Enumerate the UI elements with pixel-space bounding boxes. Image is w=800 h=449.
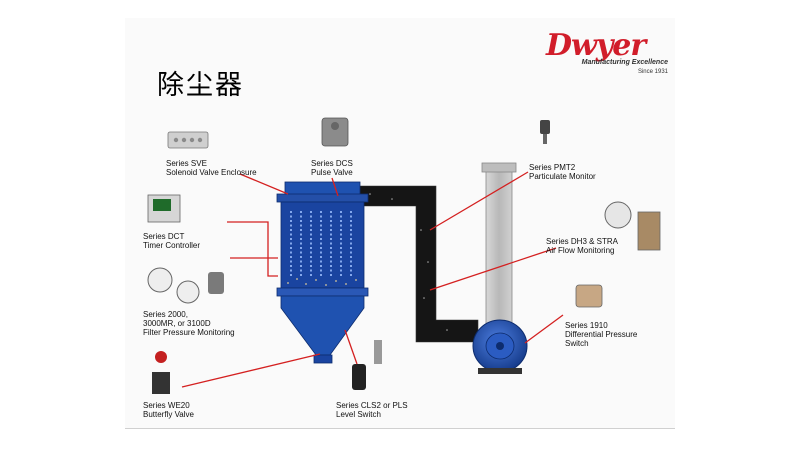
butterfly-valve-icon — [152, 351, 170, 394]
exhaust-stack — [481, 162, 517, 342]
airflow-gauge-icon — [604, 201, 661, 251]
label-series-1910: Series 1910 Differential Pressure Switch — [565, 321, 638, 348]
label-series-dh3: Series DH3 & STRA Air Flow Monitoring — [546, 237, 619, 255]
label-series-dct: Series DCT Timer Controller — [143, 232, 201, 250]
solenoid-valve-enclosure-icon — [167, 131, 209, 149]
pulse-valve-icon — [321, 117, 349, 147]
brand-name: Dwyer — [546, 28, 646, 63]
brand-since: Since 1931 — [637, 69, 668, 75]
label-series-we20: Series WE20 Butterfly Valve — [143, 401, 194, 419]
blower-fan — [472, 319, 528, 374]
duct — [355, 185, 479, 343]
label-series-dcs: Series DCS Pulse Valve — [311, 159, 353, 177]
leader-lines — [181, 171, 564, 388]
slide-background — [125, 18, 675, 429]
label-series-2000: Series 2000, 3000MR, or 3100D Filter Pre… — [143, 310, 235, 337]
label-series-cls2: Series CLS2 or PLS Level Switch — [336, 401, 408, 419]
level-switch-icon — [352, 340, 382, 390]
timer-controller-icon — [147, 194, 181, 223]
pressure-gauge-icon — [147, 267, 224, 304]
label-series-pmt2: Series PMT2 Particulate Monitor — [529, 163, 596, 181]
particulate-monitor-icon — [540, 120, 550, 144]
pressure-switch-icon — [575, 284, 603, 308]
brand-logo: Dwyer Manufacturing Excellence Since 193… — [528, 28, 668, 80]
page-title: 除尘器 — [157, 70, 244, 101]
brand-tagline: Manufacturing Excellence — [581, 59, 668, 66]
label-series-sve: Series SVE Solenoid Valve Enclosure — [166, 159, 257, 177]
collector-body — [276, 181, 369, 364]
